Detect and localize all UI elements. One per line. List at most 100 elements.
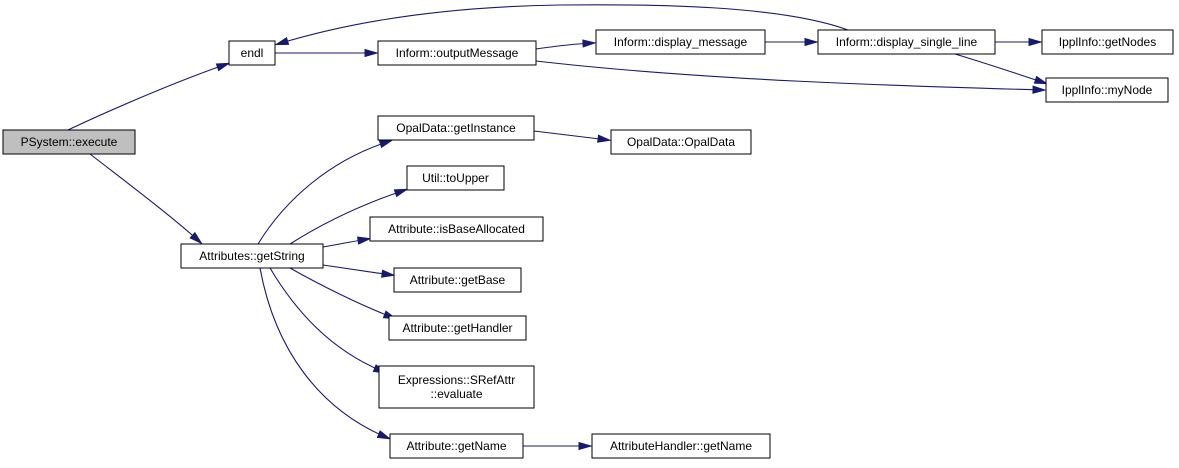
node-label: Attribute::getName	[406, 439, 506, 453]
node-label: OpalData::getInstance	[396, 121, 516, 135]
nodes-layer: PSystem::execute endl Inform::outputMessag…	[2, 29, 1174, 459]
node-label: IpplInfo::getNodes	[1059, 35, 1156, 49]
node-ipplinfo-mynode[interactable]: IpplInfo::myNode	[1045, 77, 1169, 103]
node-attributes-getstring[interactable]: Attributes::getString	[180, 243, 324, 269]
arrowhead	[1033, 75, 1049, 85]
node-label: Expressions::SRefAttr	[398, 373, 515, 387]
node-box	[378, 365, 535, 409]
node-label: Inform::display_message	[614, 35, 748, 49]
node-attribute-gethandler[interactable]: Attribute::getHandler	[388, 315, 527, 341]
node-attributehandler-getname[interactable]: AttributeHandler::getName	[591, 433, 771, 459]
node-box	[817, 29, 996, 55]
node-expressions-srefattr-evaluate[interactable]: Expressions::SRefAttr::evaluate	[378, 365, 535, 409]
node-label: Inform::outputMessage	[396, 46, 519, 60]
edge-attributes-getstring-to-expressions-srefattr-evaluate	[269, 267, 388, 374]
node-label: Attribute::isBaseAllocated	[388, 222, 525, 236]
edge-line	[289, 267, 395, 319]
node-util-toupper[interactable]: Util::toUpper	[406, 165, 505, 191]
arrowhead	[381, 269, 396, 278]
node-label: IpplInfo::myNode	[1062, 83, 1153, 97]
node-box	[377, 40, 537, 66]
edge-line	[954, 53, 1046, 84]
edge-line	[89, 153, 201, 243]
arrowhead	[1032, 85, 1047, 94]
edge-endl-to-inform-outputmessage	[275, 48, 379, 58]
arrowhead	[364, 48, 379, 58]
edge-line	[533, 130, 609, 141]
node-label: Attribute::getHandler	[402, 321, 512, 335]
edge-attributes-getstring-to-attribute-gethandler	[289, 267, 398, 320]
node-box	[389, 433, 524, 459]
edge-line	[67, 63, 228, 131]
node-label: OpalData::OpalData	[627, 135, 735, 149]
arrowhead	[804, 37, 819, 47]
edge-inform-display-message-to-inform-display-single-line	[765, 37, 819, 47]
node-box	[610, 129, 752, 155]
arrowhead	[597, 134, 612, 143]
edge-line	[257, 140, 391, 245]
node-box	[228, 40, 276, 66]
arrowhead	[393, 188, 409, 198]
arrowhead	[189, 231, 203, 245]
node-inform-outputmessage[interactable]: Inform::outputMessage	[377, 40, 537, 66]
edge-inform-display-single-line-to-endl	[274, 4, 849, 46]
node-box	[388, 315, 527, 341]
node-label: AttributeHandler::getName	[610, 439, 752, 453]
arrowhead	[1028, 37, 1043, 47]
node-label: ::evaluate	[430, 387, 482, 401]
node-box	[1041, 29, 1174, 55]
edges-layer	[67, 4, 1049, 451]
node-label: Attributes::getString	[199, 249, 304, 263]
arrowhead	[274, 36, 290, 46]
edge-attributes-getstring-to-util-toupper	[289, 188, 409, 245]
node-box	[1045, 77, 1169, 103]
node-label: Attribute::getBase	[410, 273, 506, 287]
edge-line	[535, 60, 1044, 91]
edge-attribute-getname-to-attributehandler-getname	[523, 441, 593, 451]
edge-inform-outputmessage-to-inform-display-message	[535, 39, 597, 50]
node-box	[180, 243, 324, 269]
node-box	[393, 267, 522, 293]
node-ipplinfo-getnodes[interactable]: IpplInfo::getNodes	[1041, 29, 1174, 55]
arrowhead	[578, 441, 593, 451]
node-attribute-isbaseallocated[interactable]: Attribute::isBaseAllocated	[369, 216, 544, 242]
node-attribute-getname[interactable]: Attribute::getName	[389, 433, 524, 459]
node-psystem-execute[interactable]: PSystem::execute	[2, 129, 136, 155]
node-label: Inform::display_single_line	[836, 35, 978, 49]
node-label: Util::toUpper	[422, 171, 489, 185]
node-box	[591, 433, 771, 459]
node-inform-display-message[interactable]: Inform::display_message	[595, 29, 766, 55]
node-attribute-getbase[interactable]: Attribute::getBase	[393, 267, 522, 293]
edge-attributes-getstring-to-attribute-getbase	[322, 264, 396, 278]
edge-psystem-execute-to-attributes-getstring	[89, 153, 203, 245]
node-label: endl	[241, 46, 264, 60]
node-box	[406, 165, 505, 191]
node-box	[595, 29, 766, 55]
edge-attributes-getstring-to-attribute-getname	[259, 267, 392, 440]
edge-attributes-getstring-to-opaldata-getinstance	[257, 139, 394, 245]
arrowhead	[215, 62, 231, 72]
node-label: PSystem::execute	[21, 135, 118, 149]
node-box	[2, 129, 136, 155]
node-box	[377, 115, 535, 141]
edge-line	[289, 189, 406, 245]
edge-attributes-getstring-to-attribute-isbaseallocated	[322, 236, 372, 248]
arrowhead	[378, 139, 394, 149]
edge-line	[269, 267, 385, 373]
node-inform-display-single-line[interactable]: Inform::display_single_line	[817, 29, 996, 55]
edge-psystem-execute-to-endl	[67, 62, 231, 131]
node-endl[interactable]: endl	[228, 40, 276, 66]
edge-line	[277, 4, 849, 45]
node-box	[369, 216, 544, 242]
arrowhead	[356, 236, 372, 245]
edge-line	[259, 267, 389, 439]
node-opaldata-opaldata[interactable]: OpalData::OpalData	[610, 129, 752, 155]
arrowhead	[582, 39, 597, 48]
edge-opaldata-getinstance-to-opaldata-opaldata	[533, 130, 612, 143]
edge-inform-outputmessage-to-ipplinfo-mynode	[535, 60, 1047, 94]
arrowhead	[376, 430, 392, 440]
node-opaldata-getinstance[interactable]: OpalData::getInstance	[377, 115, 535, 141]
edge-inform-display-single-line-to-ipplinfo-getnodes	[995, 37, 1043, 47]
edge-inform-display-single-line-to-ipplinfo-mynode	[954, 53, 1049, 85]
